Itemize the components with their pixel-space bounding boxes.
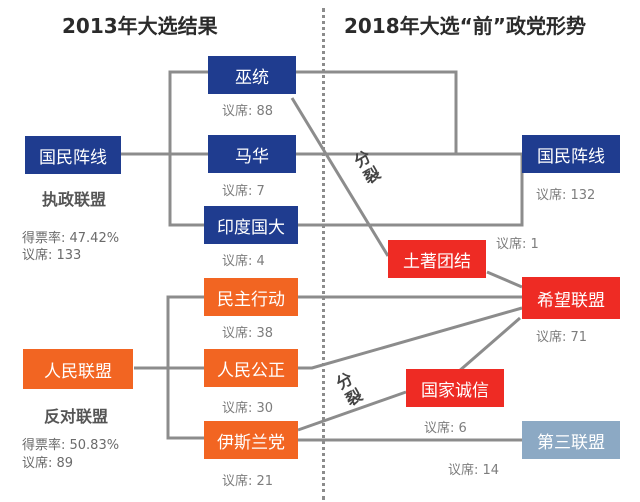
- party-pas-label: 伊斯兰党: [217, 432, 285, 453]
- party-amanah: 国家诚信: [406, 369, 504, 407]
- party-mic: 印度国大: [204, 206, 298, 244]
- party-dap: 民主行动: [204, 278, 298, 316]
- connector-amanah-ph: [457, 316, 521, 374]
- coalition-bn-2018-label: 国民阵线: [537, 146, 605, 167]
- connector-pr-pas: [166, 368, 204, 440]
- coalition-ph: 希望联盟: [522, 277, 620, 319]
- coalition-pr-2013-label: 人民联盟: [44, 361, 112, 382]
- bn-vote-share: 得票率: 47.42%: [22, 231, 120, 246]
- party-amanah-label: 国家诚信: [421, 380, 489, 401]
- party-bersatu-label: 土著团结: [403, 251, 471, 272]
- connector-pkr-ph: [296, 306, 523, 370]
- opposition-alliance-label: 反对联盟: [44, 407, 109, 426]
- party-mca: 马华: [208, 135, 296, 173]
- timeline-divider: [322, 8, 325, 500]
- connector-pas-amanah: [297, 390, 407, 432]
- coalition-bn-2018: 国民阵线: [522, 135, 620, 173]
- coalition-gagasan: 第三联盟: [522, 421, 620, 459]
- party-mic-label: 印度国大: [217, 217, 285, 238]
- party-mca-label: 马华: [235, 146, 269, 167]
- coalition-bn-2013: 国民阵线: [25, 136, 121, 174]
- party-bersatu: 土著团结: [388, 240, 486, 278]
- party-dap-label: 民主行动: [217, 289, 285, 310]
- connector-umno-bn2018: [296, 70, 458, 154]
- party-umno-seats: 议席: 88: [222, 104, 274, 119]
- heading-2013-results: 2013年大选结果: [62, 14, 218, 38]
- party-mca-seats: 议席: 7: [222, 184, 265, 199]
- connector-bersatu-ph: [486, 270, 523, 289]
- party-pkr-label: 人民公正: [217, 360, 285, 381]
- party-pas: 伊斯兰党: [204, 421, 298, 459]
- party-pkr-seats: 议席: 30: [222, 401, 274, 416]
- bn-seats: 议席: 133: [22, 248, 82, 263]
- party-umno: 巫统: [208, 56, 296, 94]
- pr-seats: 议席: 89: [22, 456, 74, 471]
- party-umno-label: 巫统: [235, 67, 269, 88]
- party-dap-seats: 议席: 38: [222, 326, 274, 341]
- heading-2018-situation: 2018年大选“前”政党形势: [344, 14, 586, 38]
- ruling-alliance-label: 执政联盟: [42, 190, 107, 209]
- pr-vote-share: 得票率: 50.83%: [22, 438, 120, 453]
- party-mic-seats: 议席: 4: [222, 254, 265, 269]
- party-pkr: 人民公正: [204, 349, 298, 387]
- coalition-bn-2018-seats: 议席: 132: [536, 188, 596, 203]
- coalition-ph-label: 希望联盟: [537, 290, 605, 311]
- coalition-ph-seats: 议席: 71: [536, 330, 588, 345]
- connector-umno-bersatu: [290, 97, 390, 257]
- coalition-gagasan-seats: 议席: 14: [448, 463, 500, 478]
- coalition-bn-2013-label: 国民阵线: [39, 147, 107, 168]
- party-pas-seats: 议席: 21: [222, 474, 274, 489]
- connector-bn-umno: [168, 70, 208, 154]
- connector-pr-dap: [166, 295, 522, 368]
- party-bersatu-seats: 议席: 1: [496, 237, 539, 252]
- party-amanah-seats: 议席: 6: [424, 421, 467, 436]
- coalition-gagasan-label: 第三联盟: [537, 432, 605, 453]
- connector-bn-mic: [168, 154, 524, 227]
- coalition-pr-2013: 人民联盟: [23, 349, 133, 389]
